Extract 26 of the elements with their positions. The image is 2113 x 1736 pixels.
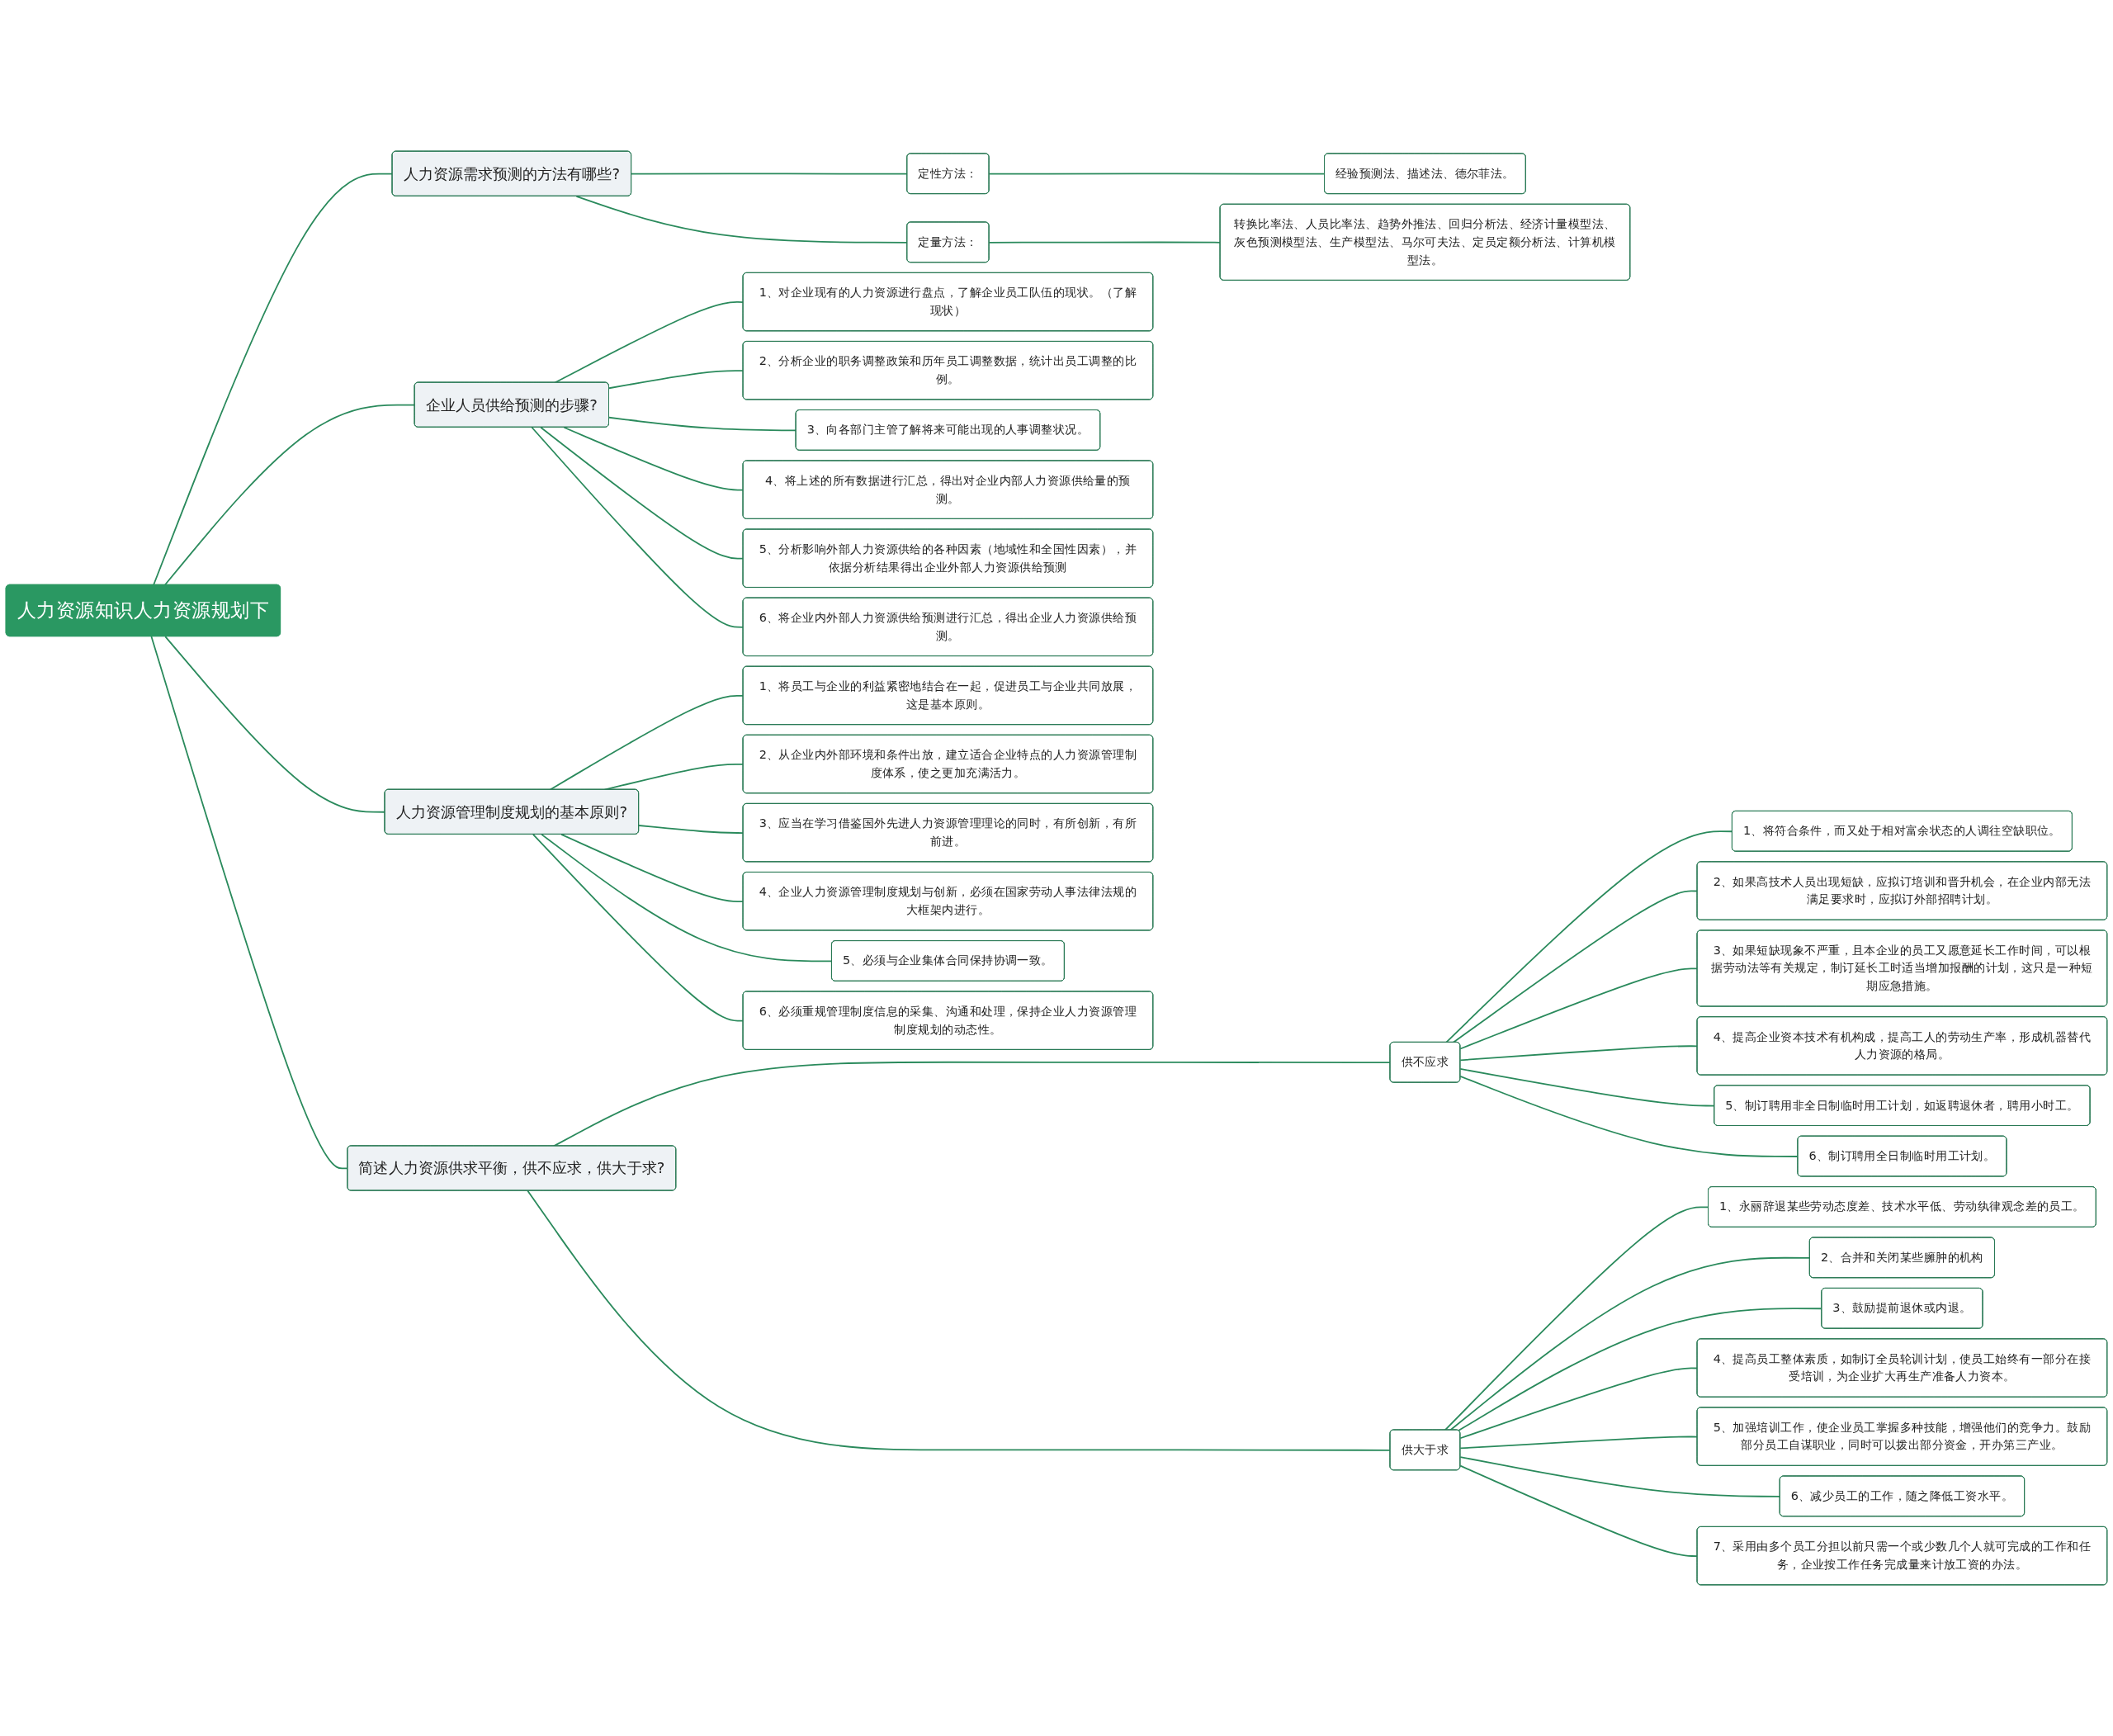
connector [1459, 1045, 1699, 1062]
connector [540, 426, 745, 560]
connector [1459, 967, 1699, 1050]
connector [638, 825, 745, 834]
connector [1459, 1436, 1699, 1450]
connector [563, 426, 745, 491]
connector [549, 694, 745, 791]
connector [1449, 1256, 1811, 1431]
connector [608, 370, 745, 390]
connector [153, 173, 394, 586]
connector [988, 241, 1222, 244]
connector [1452, 890, 1699, 1043]
connector [1459, 1367, 1699, 1440]
connector [560, 833, 745, 903]
connector [554, 301, 745, 384]
connector [1459, 1464, 1699, 1557]
connector [1444, 1206, 1709, 1431]
connector [1445, 830, 1733, 1043]
connector [1459, 1456, 1781, 1497]
connector [608, 416, 797, 432]
connector [531, 426, 745, 628]
connector [988, 173, 1326, 175]
connector [532, 833, 745, 1022]
connector [163, 404, 416, 586]
connector [164, 636, 386, 813]
connector [541, 833, 833, 963]
